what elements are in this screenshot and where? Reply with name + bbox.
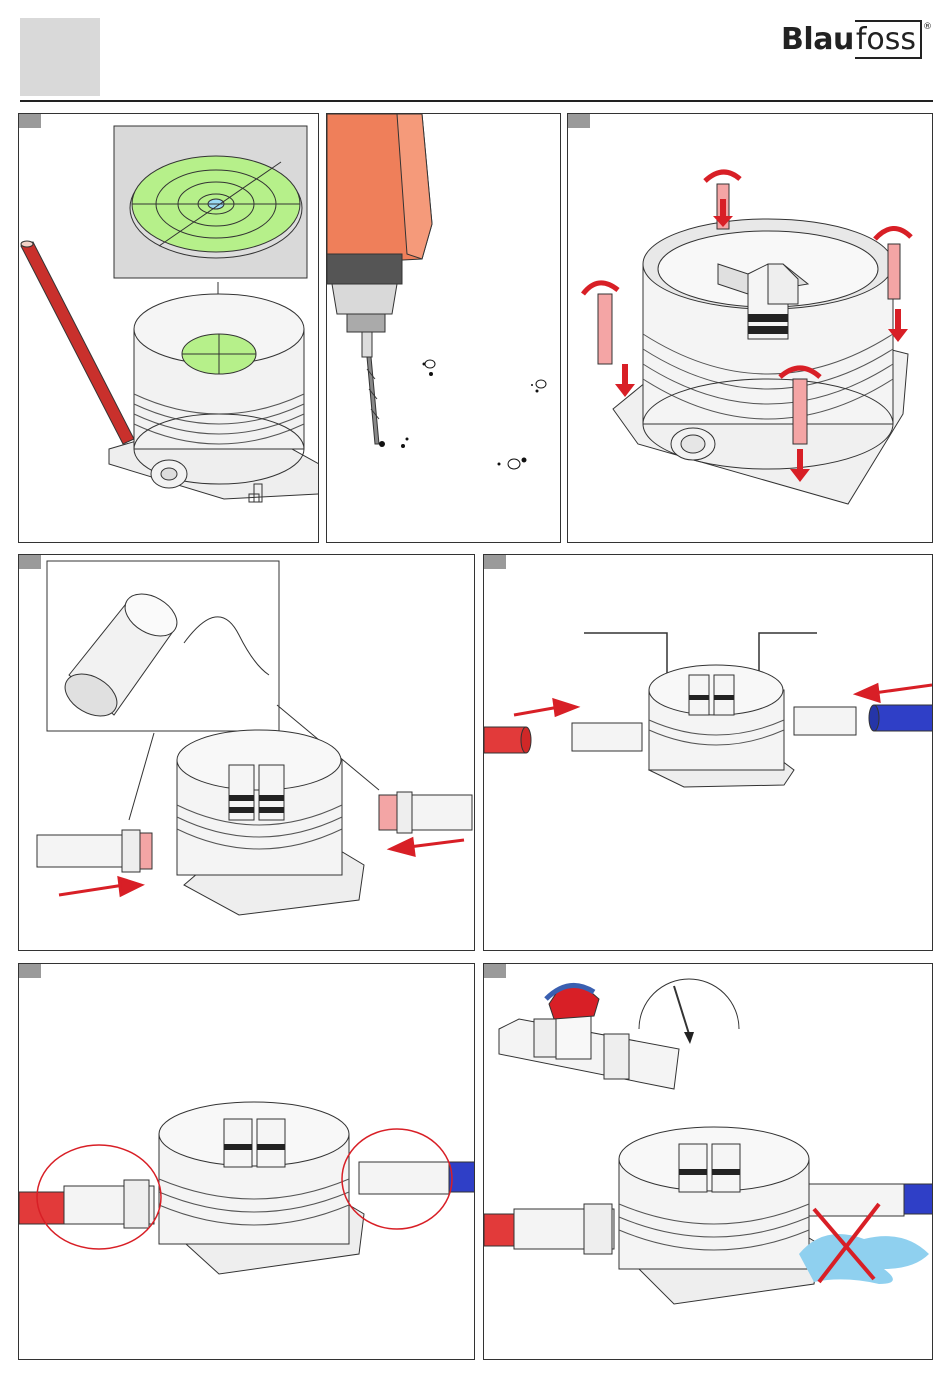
check-connections-illustration [19, 964, 475, 1360]
drill-illustration [327, 114, 561, 543]
panel-drill-holes [326, 113, 561, 543]
hot-pipe-icon [484, 727, 531, 753]
fit-couplings-illustration [19, 555, 475, 951]
hot-pipe-icon [484, 1214, 514, 1246]
hot-pipe-icon [19, 1192, 64, 1224]
pressure-gauge-icon [639, 979, 739, 1044]
valve-icon [499, 986, 679, 1089]
pressure-test-illustration [484, 964, 933, 1360]
drill-icon [327, 114, 432, 444]
connect-pipes-illustration [484, 555, 933, 951]
header-divider [20, 100, 933, 102]
junction-box-icon [177, 730, 364, 915]
junction-box-icon [109, 294, 319, 502]
screw-mount-illustration [568, 114, 933, 543]
brand-logo: Blaufoss® [781, 22, 932, 62]
panel-check-connections [18, 963, 475, 1360]
junction-box-icon [572, 665, 856, 787]
junction-box-icon [64, 1102, 449, 1274]
panel-level-check [18, 113, 319, 543]
cold-pipe-icon [869, 705, 933, 731]
panel-fit-couplings [18, 554, 475, 951]
panel-connect-pipes [483, 554, 933, 951]
junction-box-icon [613, 219, 908, 504]
drill-hole-marks [379, 360, 546, 469]
header-gray-block [20, 18, 100, 96]
panel-screw-mount [567, 113, 933, 543]
panel-pressure-test [483, 963, 933, 1360]
water-leak-icon [799, 1234, 929, 1284]
spirit-level-icon [130, 156, 302, 258]
level-check-illustration [19, 114, 319, 543]
